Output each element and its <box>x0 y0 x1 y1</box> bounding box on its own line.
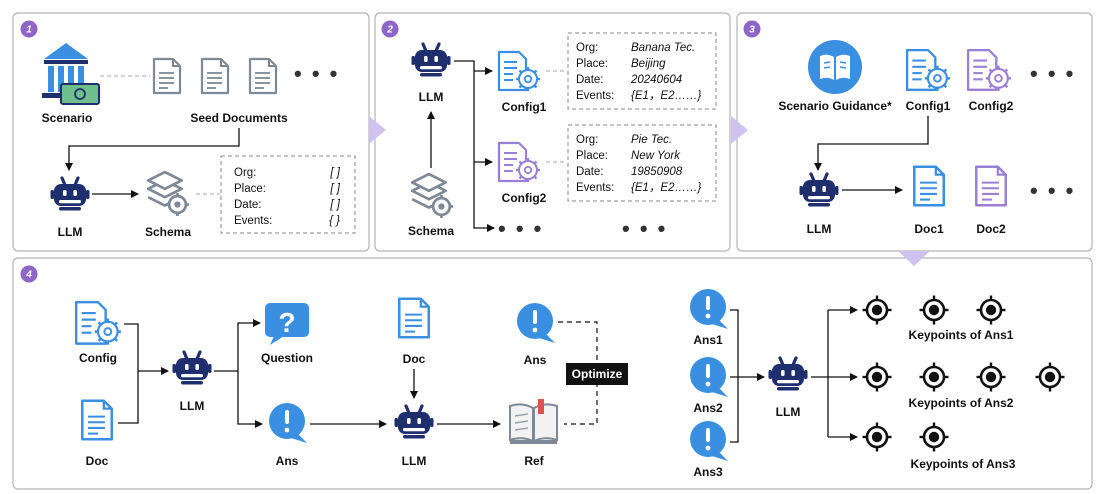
svg-text:20240604: 20240604 <box>630 74 682 86</box>
svg-text:Events:: Events: <box>576 90 614 102</box>
llm-label: LLM <box>402 454 427 468</box>
scenario-guidance-label: Scenario Guidance* <box>778 99 892 113</box>
document-icon <box>80 399 114 441</box>
optimize-label: Optimize <box>572 367 623 381</box>
chevron-right-icon <box>369 116 386 144</box>
svg-text:3: 3 <box>749 25 755 36</box>
ans2-label: Ans2 <box>693 401 723 415</box>
ellipsis: • • • <box>294 61 339 86</box>
seed-documents-label: Seed Documents <box>190 111 288 125</box>
config2-box <box>567 124 717 202</box>
doc2-label: Doc2 <box>976 222 1006 236</box>
optimize-button[interactable] <box>566 363 628 385</box>
llm-label: LLM <box>807 222 832 236</box>
bank-icon <box>42 43 100 105</box>
svg-text:[ ]: [ ] <box>329 199 340 211</box>
keypoints-ans2-label: Keypoints of Ans2 <box>909 396 1014 410</box>
chevron-right-icon <box>731 116 748 144</box>
config1-box <box>567 32 717 110</box>
schema-label: Schema <box>145 225 191 239</box>
ellipsis: • • • <box>1030 61 1075 86</box>
svg-text:{E1，E2……}: {E1，E2……} <box>631 182 701 194</box>
svg-text:Org:: Org: <box>576 134 598 146</box>
ans-label: Ans <box>276 454 299 468</box>
keypoints-ans3-label: Keypoints of Ans3 <box>911 457 1016 471</box>
svg-text:2: 2 <box>386 25 393 36</box>
ans3-label: Ans3 <box>693 465 723 479</box>
open-book-icon <box>509 399 558 444</box>
keypoints-ans1-label: Keypoints of Ans1 <box>909 328 1014 342</box>
llm-label: LLM <box>419 90 444 104</box>
doc-label: Doc <box>403 352 426 366</box>
schema-fields-box <box>220 155 356 234</box>
svg-text:19850908: 19850908 <box>631 166 683 178</box>
book-icon <box>808 40 862 94</box>
svg-text:Date:: Date: <box>576 166 604 178</box>
svg-text:Org:: Org: <box>576 42 598 54</box>
step-badge-4: 4 <box>20 265 38 283</box>
svg-text:1: 1 <box>26 25 32 36</box>
scenario-label: Scenario <box>42 111 93 125</box>
ellipsis: • • • <box>622 216 667 241</box>
document-icon <box>912 165 946 207</box>
svg-text:Date:: Date: <box>576 74 604 86</box>
svg-text:Events:: Events: <box>234 215 272 227</box>
document-icon <box>248 57 278 95</box>
chevron-down-icon <box>898 251 930 266</box>
ellipsis: • • • <box>1030 178 1075 203</box>
config1-label: Config1 <box>502 100 547 114</box>
step-badge-1: 1 <box>20 20 38 38</box>
svg-text:Place:: Place: <box>234 183 266 195</box>
ans1-label: Ans1 <box>693 333 723 347</box>
svg-text:Banana Tec.: Banana Tec. <box>631 42 695 54</box>
llm-label: LLM <box>776 405 801 419</box>
document-icon <box>200 57 230 95</box>
ans-label: Ans <box>524 353 547 367</box>
svg-text:New York: New York <box>631 150 681 162</box>
step-badge-3: 3 <box>743 20 761 38</box>
panel-3 <box>736 12 1093 252</box>
ellipsis: • • • <box>498 216 543 241</box>
doc-label: Doc <box>86 454 109 468</box>
ref-label: Ref <box>524 454 544 468</box>
svg-text:{ }: { } <box>329 215 340 227</box>
svg-text:[ ]: [ ] <box>329 167 340 179</box>
document-icon <box>974 165 1008 207</box>
svg-text:Beijing: Beijing <box>631 58 666 70</box>
document-icon <box>397 297 431 339</box>
config1-label: Config1 <box>906 99 951 113</box>
svg-text:[ ]: [ ] <box>329 183 340 195</box>
svg-text:4: 4 <box>25 270 32 281</box>
llm-label: LLM <box>58 225 83 239</box>
config2-label: Config2 <box>502 191 547 205</box>
doc1-label: Doc1 <box>914 222 944 236</box>
svg-text:{E1，E2……}: {E1，E2……} <box>631 90 701 102</box>
svg-text:Place:: Place: <box>576 58 608 70</box>
document-icon <box>152 57 182 95</box>
config-label: Config <box>79 351 117 365</box>
svg-text:Events:: Events: <box>576 182 614 194</box>
svg-text:Pie Tec.: Pie Tec. <box>631 134 672 146</box>
step-badge-2: 2 <box>381 20 399 38</box>
svg-text:Date:: Date: <box>234 199 262 211</box>
svg-text:Org:: Org: <box>234 167 256 179</box>
llm-label: LLM <box>180 399 205 413</box>
question-bubble-icon: ? <box>265 303 309 345</box>
svg-text:Place:: Place: <box>576 150 608 162</box>
question-label: Question <box>261 351 313 365</box>
schema-label: Schema <box>408 224 454 238</box>
svg-text:?: ? <box>278 307 295 338</box>
config2-label: Config2 <box>969 99 1014 113</box>
